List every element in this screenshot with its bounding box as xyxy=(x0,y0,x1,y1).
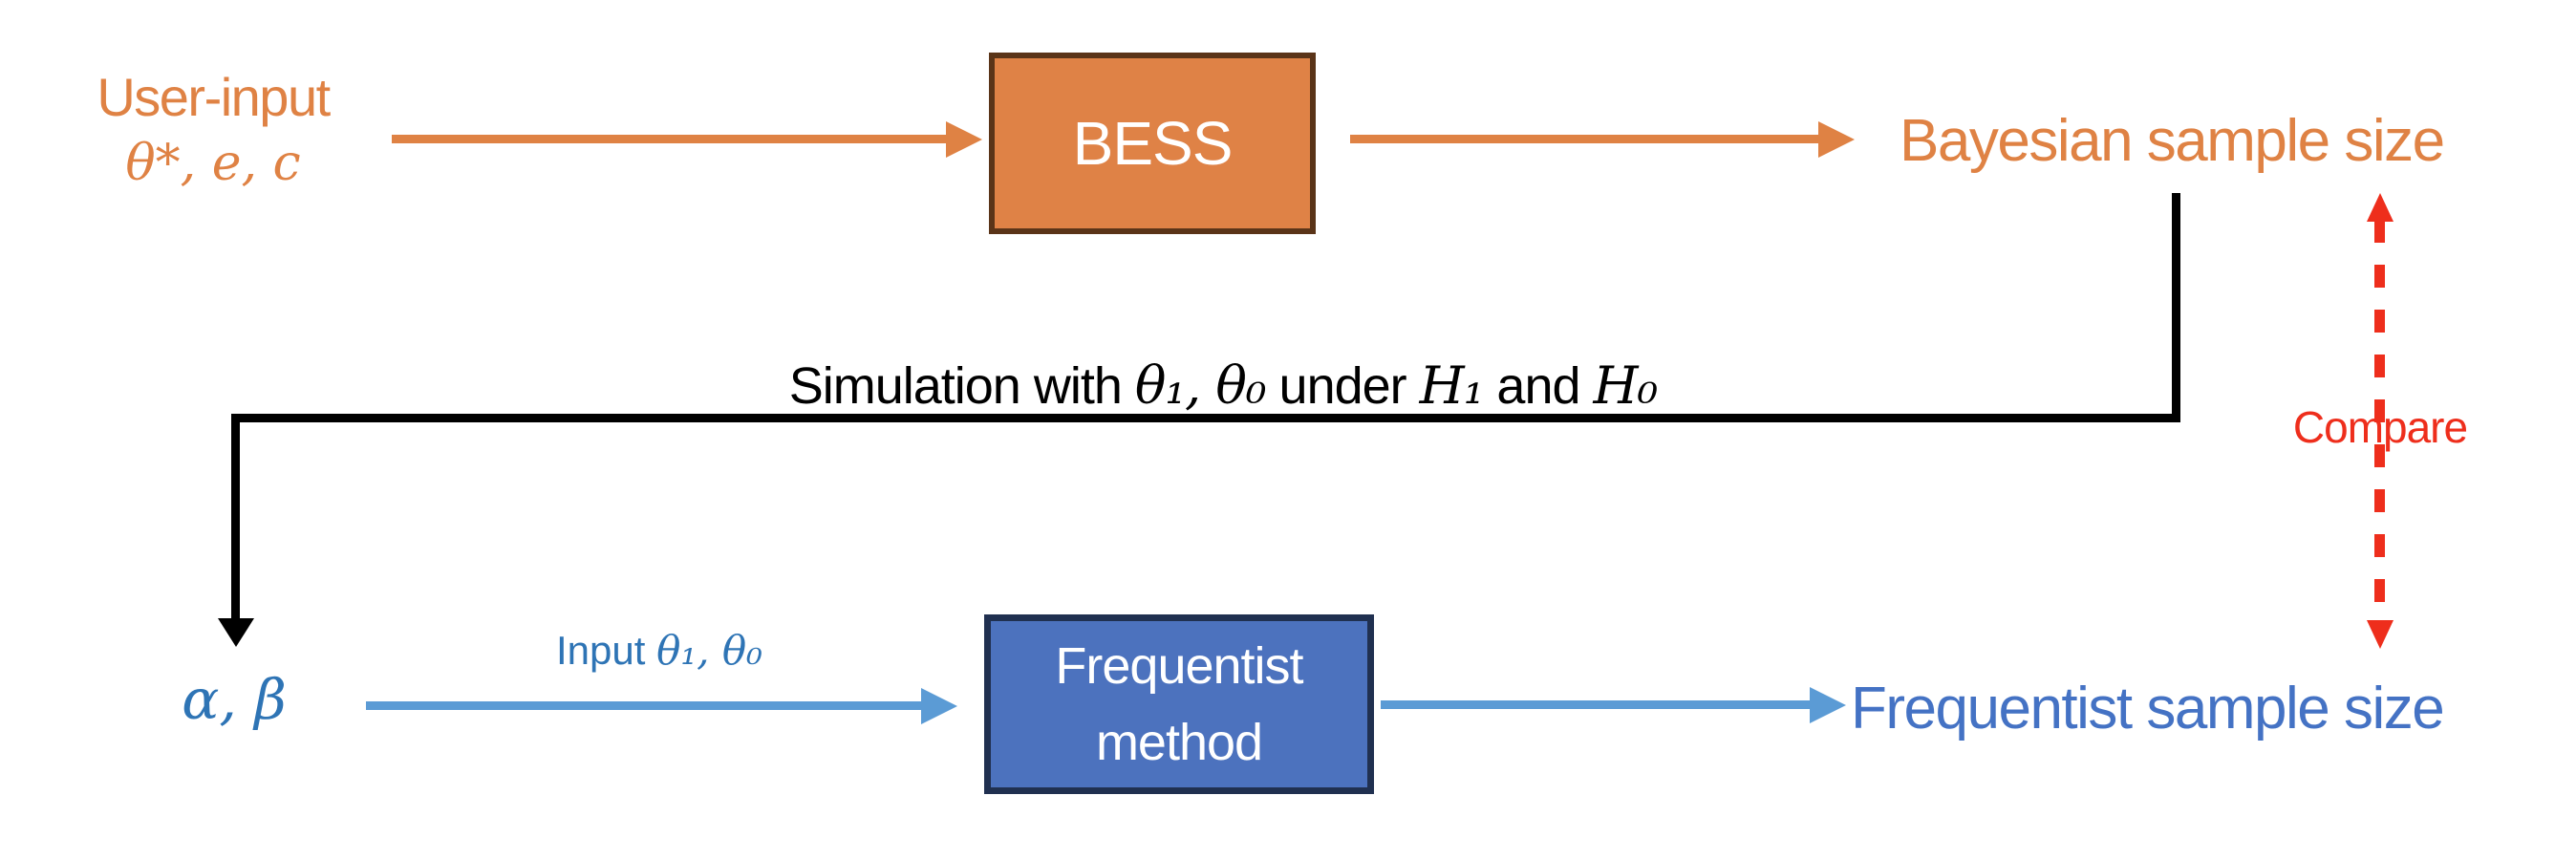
theta-params: θ₁, θ₀ xyxy=(656,627,763,674)
arrowhead-down-icon xyxy=(2367,620,2394,649)
arrowhead-right-icon xyxy=(921,688,957,724)
bess-box-label: BESS xyxy=(1072,109,1234,178)
user-input-node: User-input θ*, e, c xyxy=(38,69,388,193)
frequentist-box-line1: Frequentist xyxy=(1055,637,1303,695)
simulation-text: Simulation with xyxy=(788,357,1135,415)
simulation-edge-label: Simulation with θ₁, θ₀ under H₁ and H₀ xyxy=(650,355,1796,416)
h0-symbol: H₀ xyxy=(1593,355,1659,416)
arrowhead-up-icon xyxy=(2367,193,2394,222)
compare-label: Compare xyxy=(2292,402,2468,452)
arrowhead-down-icon xyxy=(218,618,254,647)
arrowhead-right-icon xyxy=(1810,687,1846,723)
arrow-alphabeta-to-frequentist xyxy=(366,701,923,710)
simulation-text: and xyxy=(1483,357,1594,415)
input-text: Input xyxy=(555,628,657,673)
connector-left-down-segment xyxy=(231,422,240,619)
arrow-frequentist-to-samplesize xyxy=(1381,700,1812,709)
arrowhead-right-icon xyxy=(946,121,982,158)
compare-dashed-line xyxy=(2374,220,2385,621)
arrow-bess-to-bayesian xyxy=(1350,135,1820,143)
connector-bayesian-down-segment xyxy=(2172,193,2180,414)
h1-symbol: H₁ xyxy=(1419,355,1485,416)
frequentist-sample-size-label: Frequentist sample size xyxy=(1851,676,2445,742)
frequentist-method-box: Frequentist method xyxy=(984,614,1374,794)
user-input-label: User-input xyxy=(97,67,331,127)
input-edge-label: Input θ₁, θ₀ xyxy=(420,627,898,674)
arrow-user-input-to-bess xyxy=(392,135,948,143)
alpha-beta-node: α, β xyxy=(182,667,287,732)
frequentist-box-line2: method xyxy=(1095,714,1263,771)
simulation-text: under xyxy=(1265,357,1420,415)
bess-box: BESS xyxy=(989,53,1316,234)
user-input-parameters: θ*, e, c xyxy=(125,135,301,192)
bayesian-sample-size-label: Bayesian sample size xyxy=(1900,108,2445,174)
connector-horizontal-segment xyxy=(231,414,2180,422)
arrowhead-right-icon xyxy=(1818,121,1855,158)
theta-params: θ₁, θ₀ xyxy=(1134,355,1267,416)
